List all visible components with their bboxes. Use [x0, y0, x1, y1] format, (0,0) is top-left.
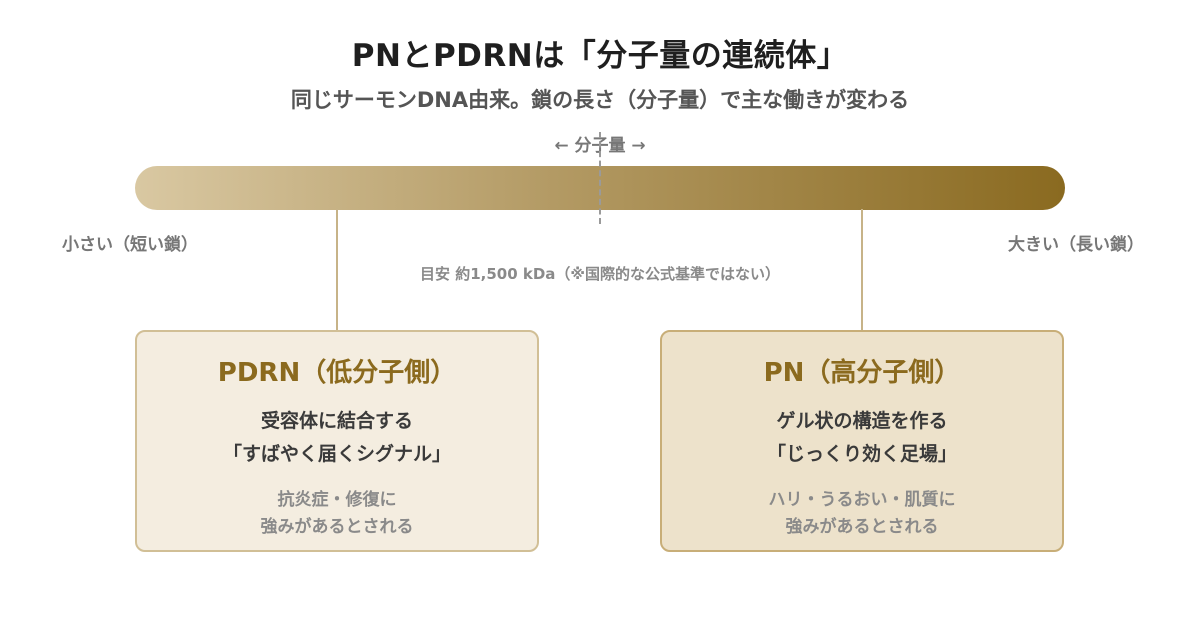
pdrn-card-note1: 抗炎症・修復に: [277, 490, 397, 510]
pdrn-card: PDRN（低分子側） 受容体に結合する 「すばやく届くシグナル」 抗炎症・修復に…: [135, 330, 539, 552]
large-end-label: 大きい（長い鎖）: [1008, 235, 1144, 255]
pdrn-card-note2: 強みがあるとされる: [260, 517, 414, 537]
pn-card-line1: ゲル状の構造を作る: [776, 410, 948, 432]
pdrn-card-note: 抗炎症・修復に 強みがあるとされる: [137, 487, 537, 541]
pn-card-description: ゲル状の構造を作る 「じっくり効く足場」: [662, 405, 1062, 471]
pn-card: PN（高分子側） ゲル状の構造を作る 「じっくり効く足場」 ハリ・うるおい・肌質…: [660, 330, 1064, 552]
pn-card-line2: 「じっくり効く足場」: [766, 443, 957, 465]
diagram-subtitle: 同じサーモンDNA由来。鎖の長さ（分子量）で主な働きが変わる: [290, 88, 910, 112]
threshold-note: 目安 約1,500 kDa（※国際的な公式基準ではない）: [419, 265, 781, 283]
pn-card-note: ハリ・うるおい・肌質に 強みがあるとされる: [662, 487, 1062, 541]
pn-connector-line: [861, 209, 863, 331]
pdrn-card-line2: 「すばやく届くシグナル」: [222, 443, 451, 465]
diagram-title: PNとPDRNは「分子量の連続体」: [351, 38, 849, 74]
pn-card-note2: 強みがあるとされる: [785, 517, 939, 537]
pdrn-card-title: PDRN（低分子側）: [217, 358, 457, 388]
pn-card-title: PN（高分子側）: [763, 358, 961, 388]
small-end-label: 小さい（短い鎖）: [62, 235, 198, 255]
pdrn-card-line1: 受容体に結合する: [260, 410, 413, 432]
pdrn-connector-line: [336, 209, 338, 331]
pdrn-card-description: 受容体に結合する 「すばやく届くシグナル」: [137, 405, 537, 471]
pn-card-note1: ハリ・うるおい・肌質に: [768, 490, 956, 510]
threshold-dashed-line: [599, 132, 601, 224]
